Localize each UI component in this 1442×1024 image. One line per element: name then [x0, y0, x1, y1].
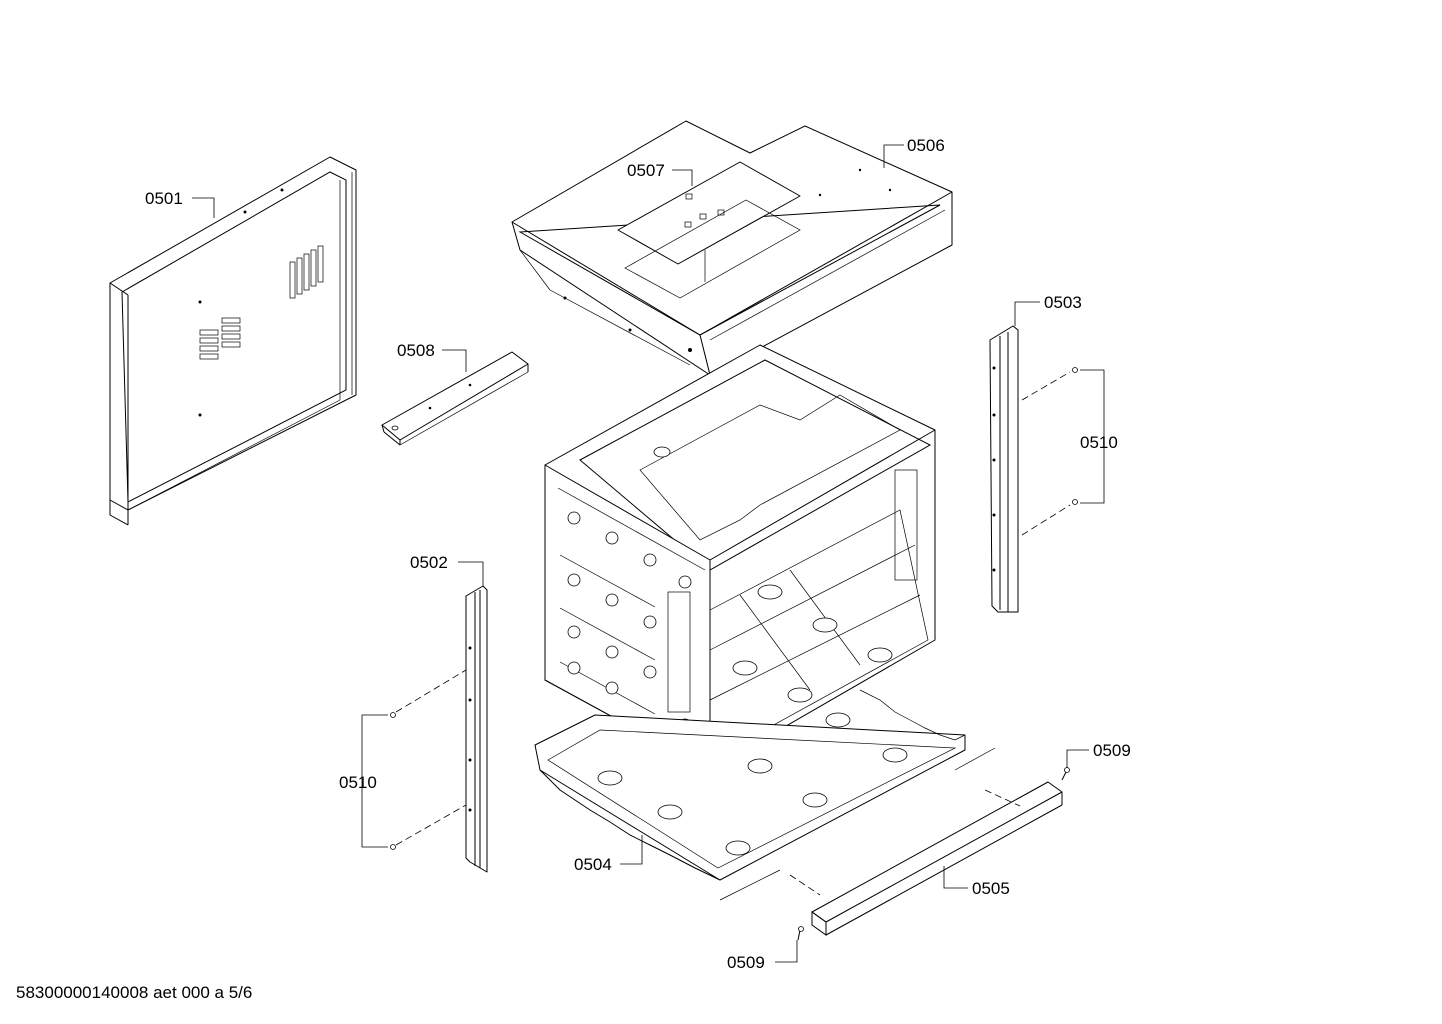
part-oven-cavity	[544, 344, 936, 771]
screw-icon	[1072, 367, 1078, 373]
screw-icon	[797, 926, 804, 941]
callout-0506: 0506	[907, 136, 945, 155]
screw-icon	[1072, 499, 1078, 505]
leader-lines	[192, 144, 1105, 963]
part-0504-bottom-tray	[534, 689, 996, 901]
callout-0503: 0503	[1044, 293, 1082, 312]
part-0501-rear-panel	[109, 156, 357, 526]
part-0503-right-rail	[989, 325, 1078, 613]
callout-labels: 0501 0506 0507 0508 0503 0510 0502 0510 …	[145, 136, 1131, 972]
callout-0501: 0501	[145, 189, 183, 208]
callout-0507: 0507	[627, 161, 665, 180]
callout-0505: 0505	[972, 879, 1010, 898]
callout-0509-bottom: 0509	[727, 953, 765, 972]
screw-icon	[390, 712, 396, 718]
callout-0504: 0504	[574, 855, 612, 874]
callout-0502: 0502	[410, 553, 448, 572]
document-id: 58300000140008 aet 000 a 5/6	[16, 983, 252, 1002]
part-0508-bracket	[381, 351, 529, 446]
part-0506-top-cover	[511, 120, 953, 376]
callout-0510-right: 0510	[1080, 433, 1118, 452]
callout-0509-top: 0509	[1093, 741, 1131, 760]
callout-0508: 0508	[397, 341, 435, 360]
screw-icon	[1061, 767, 1070, 781]
screw-icon	[390, 844, 396, 850]
part-0502-left-rail	[390, 585, 488, 873]
callout-0510-left: 0510	[339, 773, 377, 792]
part-0507-top-plate	[617, 161, 801, 299]
